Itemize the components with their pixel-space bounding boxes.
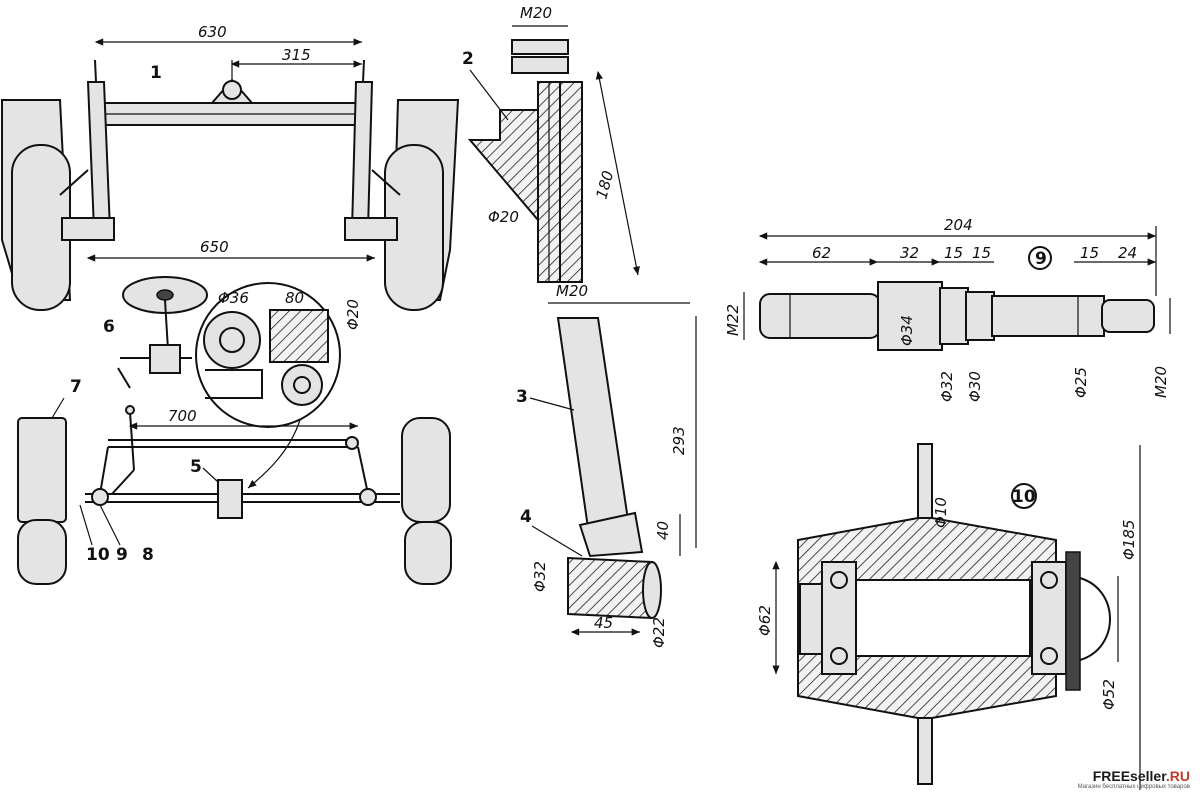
nut-top [511, 39, 569, 55]
label-part-1: 1 [150, 63, 162, 83]
dim-80: 80 [285, 289, 304, 307]
shaft-collar [877, 281, 943, 351]
dim-d32-column: Φ32 [531, 561, 549, 592]
dim-293: 293 [670, 426, 688, 455]
left-stub-axle [61, 217, 115, 241]
dim-32: 32 [900, 244, 919, 262]
dim-700: 700 [168, 407, 197, 425]
dim-15b: 15 [972, 244, 991, 262]
pivot-bolt [222, 80, 242, 100]
shaft-step-2 [965, 291, 995, 341]
shaft-left-section [759, 293, 881, 339]
left-wheel-top [17, 417, 67, 523]
label-circled-10: 10 [1012, 487, 1036, 507]
right-wheel-top [401, 417, 451, 523]
dim-d34: Φ34 [898, 315, 916, 346]
label-part-2: 2 [462, 49, 474, 69]
dim-d20-column: Φ20 [488, 208, 519, 226]
dim-15c: 15 [1080, 244, 1099, 262]
label-part-7: 7 [70, 377, 82, 397]
part-5-bracket [217, 479, 243, 519]
part-4-sleeve [567, 556, 653, 620]
steering-box [149, 344, 181, 374]
label-part-6: 6 [103, 317, 115, 337]
hub-cap-dome [1079, 577, 1111, 661]
label-part-9: 9 [116, 545, 128, 565]
dim-m20-bottom: M20 [556, 282, 588, 300]
left-wheel-bottom [17, 519, 67, 585]
dim-d22-column: Φ22 [650, 617, 668, 648]
dim-315: 315 [282, 46, 311, 64]
dim-d20-detail: Φ20 [344, 299, 362, 330]
steering-column-view: M20 2 Φ20 180 M20 3 293 40 4 Φ32 45 Φ22 [462, 4, 697, 648]
label-part-4: 4 [520, 507, 532, 527]
dim-d30: Φ30 [966, 371, 984, 402]
hub-bore [839, 579, 1031, 657]
label-part-5: 5 [190, 457, 202, 477]
column-bracket [467, 109, 539, 223]
label-part-8: 8 [142, 545, 154, 565]
watermark-tagline: Магазин бесплатных цифровых товаров [1077, 784, 1190, 790]
watermark: FREEseller.RU Магазин бесплатных цифровы… [1078, 768, 1190, 790]
dim-d62: Φ62 [756, 605, 774, 636]
detail-block [269, 309, 329, 363]
column-foot [578, 511, 644, 558]
hub-part-10-view: 10 Φ10 Φ185 Φ62 Φ52 [756, 443, 1141, 790]
dim-m22: M22 [724, 304, 742, 336]
right-wheel-bottom [404, 521, 452, 585]
label-part-10: 10 [86, 545, 110, 565]
dim-d10: Φ10 [932, 497, 950, 528]
dim-d52: Φ52 [1100, 679, 1118, 710]
circled-label-10 [1011, 483, 1037, 509]
steering-hub [156, 289, 174, 301]
dim-204: 204 [944, 216, 973, 234]
right-stub-axle [344, 217, 398, 241]
dim-180: 180 [592, 169, 617, 201]
dim-630: 630 [198, 23, 227, 41]
shaft-right-section [991, 295, 1105, 337]
shaft-step-1 [939, 287, 969, 345]
dim-45: 45 [594, 614, 613, 632]
column-shaft-lower [556, 317, 630, 530]
dim-m20-top: M20 [520, 4, 552, 22]
hub-cap-left [799, 583, 823, 655]
circled-label-9 [1028, 246, 1052, 270]
dim-15a: 15 [944, 244, 963, 262]
watermark-brand: FREEseller.RU [1092, 768, 1190, 784]
tie-rod-view: 7 5 700 10 9 8 [17, 377, 452, 585]
detail-bore [219, 327, 245, 353]
steering-assembly: 6 Φ36 80 Φ20 [103, 276, 362, 489]
dim-d32-shaft: Φ32 [938, 371, 956, 402]
label-circled-9: 9 [1035, 249, 1047, 269]
dim-d36: Φ36 [218, 289, 249, 307]
dim-650: 650 [200, 238, 229, 256]
dim-24: 24 [1118, 244, 1137, 262]
dim-d185: Φ185 [1120, 520, 1138, 560]
dim-62: 62 [812, 244, 831, 262]
dim-m20-shaft: M20 [1152, 366, 1170, 398]
dim-d25: Φ25 [1072, 367, 1090, 398]
hub-cover-plate [1065, 551, 1081, 691]
shaft-thread-end [1101, 299, 1155, 333]
front-axle-view: 630 315 1 650 [1, 23, 460, 311]
label-part-3: 3 [516, 387, 528, 407]
shaft-part-9-view: 204 62 32 15 15 15 24 9 M22 Φ34 Φ32 Φ30 … [724, 216, 1171, 402]
dim-40: 40 [654, 521, 672, 540]
washer-top [511, 56, 569, 74]
right-kingpin [350, 81, 374, 231]
